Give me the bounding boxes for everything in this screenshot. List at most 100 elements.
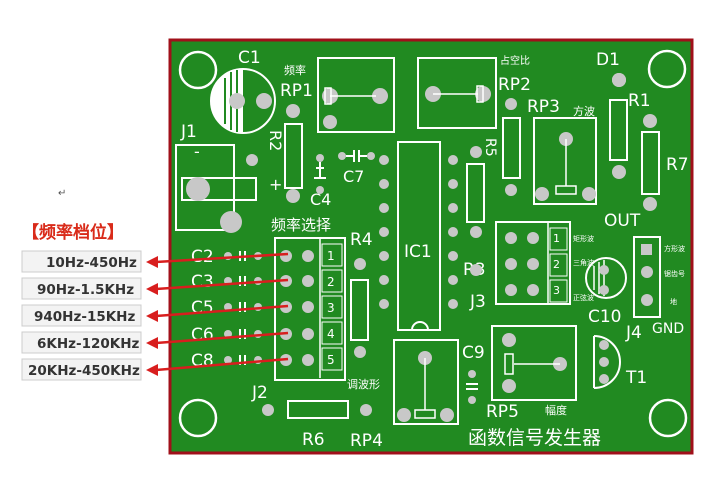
pcb-board [168, 38, 694, 455]
j3-side-3: 正弦波 [573, 293, 594, 302]
label-adjust-wave: 调波形 [347, 378, 380, 391]
label-j4: J4 [625, 323, 642, 343]
j4-side-3: 地 [670, 297, 677, 306]
label-c5: C5 [191, 298, 214, 318]
r7-resistor [641, 114, 660, 211]
label-j1: J1 [180, 122, 197, 142]
label-rp4: RP4 [350, 431, 383, 451]
label-r2: R2 [266, 130, 285, 151]
j4-side-1: 方形波 [664, 244, 685, 253]
band-label-2: 90Hz-1.5KHz [37, 282, 134, 298]
j2-pin-4: 4 [327, 327, 335, 341]
mounting-hole-bottom-left [178, 398, 218, 438]
band-title: 【频率档位】 [22, 222, 124, 243]
j2-pin-1: 1 [327, 249, 335, 263]
t1-transistor [593, 335, 621, 389]
band-box-5 [21, 358, 142, 381]
j2-pin-5: 5 [327, 353, 335, 367]
label-rp1: RP1 [280, 81, 313, 101]
band-label-4: 6KHz-120KHz [37, 336, 140, 352]
r5-resistor-2 [502, 98, 521, 196]
label-rate-select: 频率选择 [271, 216, 331, 234]
label-r1: R1 [628, 91, 651, 111]
label-t1: T1 [625, 368, 647, 388]
r4-resistor [350, 258, 369, 358]
c1-capacitor [210, 68, 276, 134]
mounting-hole-top-right [647, 49, 687, 89]
j2-pin-3: 3 [327, 301, 335, 315]
label-rp3: RP3 [527, 97, 560, 117]
label-c6: C6 [191, 325, 214, 345]
label-duty: 占空比 [500, 54, 530, 67]
j4-connector [633, 236, 661, 318]
label-r5: R5 [482, 138, 498, 157]
label-amplitude: 幅度 [545, 403, 567, 417]
small-mark: ↵ [58, 188, 66, 199]
label-rp5: RP5 [486, 402, 519, 422]
r6-resistor [262, 400, 372, 419]
board-title: 函数信号发生器 [468, 427, 601, 449]
j1-connector [175, 144, 258, 233]
rp3-potentiometer [533, 117, 597, 205]
j2-pin-2: 2 [327, 275, 335, 289]
label-rate-top: 频率 [284, 63, 306, 77]
label-r4: R4 [350, 230, 373, 250]
r5-resistor [466, 146, 485, 238]
band-boxes [21, 250, 142, 381]
rp2-potentiometer [417, 57, 497, 129]
ic1-chip [379, 141, 458, 331]
label-c3: C3 [191, 272, 214, 292]
label-c4: C4 [310, 190, 331, 209]
mounting-hole-top-left [178, 50, 218, 90]
label-c7: C7 [343, 167, 364, 186]
label-c2: C2 [191, 247, 214, 267]
r2-resistor [284, 104, 303, 203]
band-arrow-4 [146, 331, 289, 349]
j2-header [274, 237, 346, 381]
band-label-1: 10Hz-450Hz [46, 255, 137, 271]
band-box-1 [21, 250, 142, 273]
band-arrow-2 [146, 278, 289, 295]
label-c1: C1 [238, 48, 261, 68]
label-out: OUT [604, 211, 641, 231]
band-label-3: 940Hz-15KHz [34, 309, 135, 325]
j3-header [495, 221, 571, 305]
label-c9: C9 [462, 343, 485, 363]
j3-side-1: 矩形波 [573, 234, 594, 243]
rp5-potentiometer [491, 325, 577, 401]
label-ic1: IC1 [404, 242, 432, 262]
mounting-hole-bottom-right [648, 398, 688, 438]
j3-pin-3: 3 [553, 284, 560, 297]
label-d1: D1 [596, 50, 620, 70]
label-gnd: GND [652, 321, 684, 337]
band-arrow-3 [146, 304, 289, 322]
label-rp2: RP2 [498, 75, 531, 95]
c9-capacitor [466, 370, 478, 404]
c4-capacitor [314, 154, 326, 194]
band-box-2 [21, 277, 142, 300]
band-arrow-5 [146, 357, 289, 376]
j3-pin-2: 2 [553, 258, 560, 271]
band-box-4 [21, 331, 142, 354]
j4-side-2: 锯齿号 [664, 269, 685, 278]
band-box-3 [21, 304, 142, 327]
label-j3: J3 [469, 292, 486, 312]
r3-pad [470, 264, 482, 276]
band-label-5: 20KHz-450KHz [28, 363, 140, 379]
rp1-potentiometer [317, 57, 395, 133]
rp4-potentiometer [393, 339, 459, 425]
band-arrow-1 [146, 252, 289, 268]
label-j2: J2 [251, 383, 268, 403]
label-c10: C10 [588, 307, 622, 327]
label-minus: - [194, 142, 200, 161]
j3-side-2: 三角波 [573, 258, 594, 267]
label-r6: R6 [302, 430, 325, 450]
j3-pin-1: 1 [553, 232, 560, 245]
c10-capacitor [585, 257, 627, 299]
c7-capacitor [338, 150, 375, 162]
label-square: 方波 [573, 104, 595, 118]
label-plus: + [269, 175, 282, 194]
label-r7: R7 [666, 155, 689, 175]
r1-resistor [609, 73, 628, 179]
